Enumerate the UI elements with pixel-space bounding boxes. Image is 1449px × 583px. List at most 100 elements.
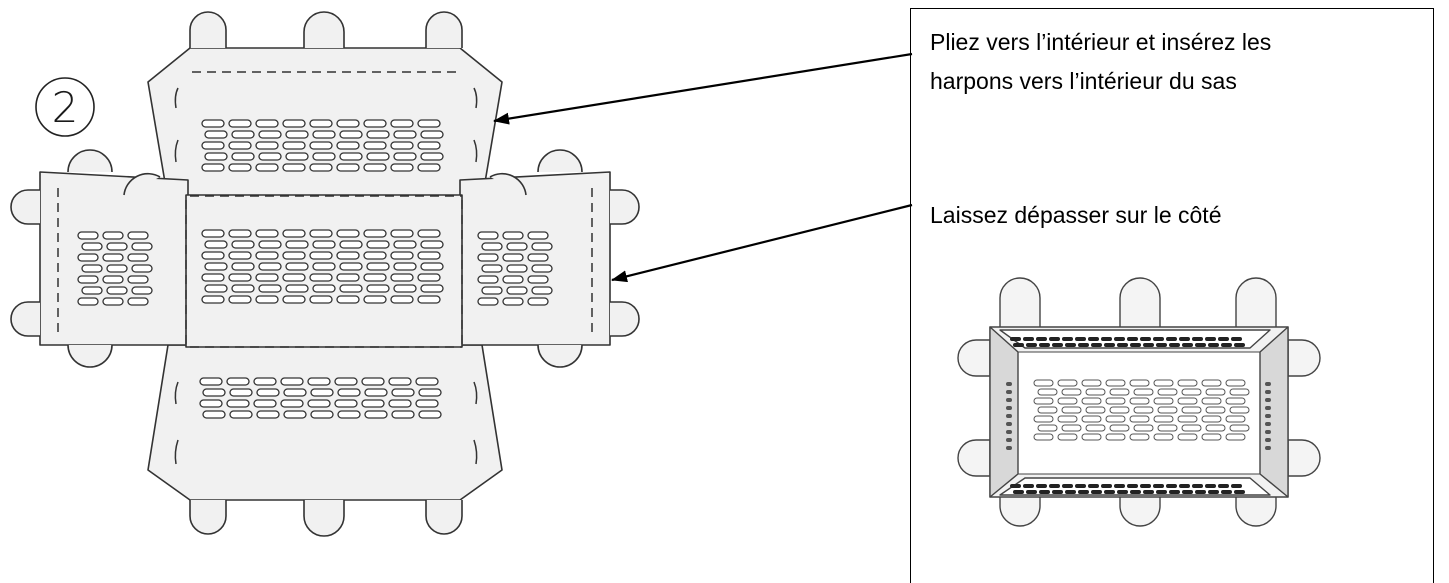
vent-slot bbox=[1169, 490, 1180, 494]
vent-slot bbox=[309, 163, 333, 172]
vent-slot bbox=[364, 388, 388, 397]
vent-slot bbox=[204, 152, 228, 161]
vent-slot bbox=[201, 141, 225, 150]
vent-slot bbox=[1225, 397, 1246, 405]
vent-slot bbox=[1075, 484, 1086, 488]
harpoon-tab bbox=[189, 500, 227, 535]
vent-slot bbox=[531, 286, 553, 295]
vent-slot bbox=[477, 253, 499, 262]
vent-slot bbox=[231, 284, 255, 293]
vent-slot bbox=[1081, 433, 1102, 441]
vent-slot bbox=[417, 251, 441, 260]
vent-slot bbox=[417, 141, 441, 150]
vent-slot bbox=[310, 388, 334, 397]
vent-slot bbox=[204, 240, 228, 249]
vent-slot bbox=[1208, 490, 1219, 494]
vent-slot bbox=[527, 253, 549, 262]
vent-slot bbox=[506, 242, 528, 251]
vent-slot bbox=[1208, 343, 1219, 347]
vent-slot bbox=[1091, 490, 1102, 494]
vent-slot bbox=[420, 152, 444, 161]
vent-slot bbox=[77, 275, 99, 284]
vent-slot bbox=[1062, 337, 1073, 341]
vent-slot bbox=[1129, 379, 1150, 387]
vent-slot bbox=[336, 119, 360, 128]
vent-slot bbox=[253, 399, 277, 408]
vent-slot bbox=[309, 119, 333, 128]
vent-slot bbox=[204, 284, 228, 293]
vent-slot bbox=[1088, 337, 1099, 341]
corner-ear bbox=[489, 172, 527, 196]
vent-slot bbox=[1218, 484, 1229, 488]
vent-slot bbox=[201, 119, 225, 128]
vent-slot bbox=[256, 388, 280, 397]
vent-slot bbox=[1166, 484, 1177, 488]
vent-slot bbox=[255, 251, 279, 260]
vent-slot bbox=[1221, 490, 1232, 494]
vent-slot bbox=[1010, 337, 1021, 341]
vent-slot bbox=[1157, 388, 1178, 396]
vent-slot bbox=[1052, 343, 1063, 347]
vent-slot bbox=[228, 163, 252, 172]
vent-slot bbox=[204, 130, 228, 139]
vent-slot bbox=[1088, 484, 1099, 488]
vent-slot bbox=[102, 297, 124, 306]
vent-slot bbox=[1201, 433, 1222, 441]
vent-slot bbox=[1006, 446, 1012, 450]
vent-slot bbox=[1201, 415, 1222, 423]
vent-slot bbox=[481, 242, 503, 251]
vent-slot bbox=[1049, 337, 1060, 341]
vent-slot bbox=[1153, 415, 1174, 423]
fold-lines bbox=[57, 71, 593, 348]
vent-slot bbox=[366, 240, 390, 249]
vent-slot bbox=[393, 152, 417, 161]
vent-slot bbox=[1265, 390, 1271, 394]
vent-slot bbox=[102, 231, 124, 240]
vent-slot bbox=[1205, 424, 1226, 432]
vent-slot bbox=[1129, 415, 1150, 423]
vent-slot bbox=[1105, 415, 1126, 423]
vent-slot bbox=[282, 295, 306, 304]
vent-slot bbox=[339, 240, 363, 249]
vent-slot bbox=[334, 399, 358, 408]
vent-slot bbox=[77, 297, 99, 306]
vent-slot bbox=[1081, 415, 1102, 423]
vent-slot bbox=[363, 295, 387, 304]
vent-slot bbox=[527, 275, 549, 284]
vent-slot bbox=[1201, 379, 1222, 387]
vent-slot bbox=[258, 130, 282, 139]
vent-slot bbox=[477, 297, 499, 306]
vent-slot bbox=[1129, 397, 1150, 405]
vent-slot bbox=[1229, 406, 1250, 414]
vent-slot bbox=[1091, 343, 1102, 347]
vent-slot bbox=[228, 273, 252, 282]
vent-slot bbox=[127, 297, 149, 306]
vent-slot bbox=[258, 284, 282, 293]
vent-slot bbox=[1265, 414, 1271, 418]
vent-slot bbox=[420, 262, 444, 271]
vent-slot bbox=[339, 152, 363, 161]
vent-slot bbox=[1109, 406, 1130, 414]
arrow-side-panel bbox=[611, 203, 913, 283]
vent-slot bbox=[336, 141, 360, 150]
vent-slot bbox=[1179, 337, 1190, 341]
vent-slot bbox=[312, 262, 336, 271]
vent-slot bbox=[337, 410, 361, 419]
vent-slot bbox=[1265, 398, 1271, 402]
vent-slot bbox=[310, 410, 334, 419]
vent-slot bbox=[1006, 406, 1012, 410]
instruction-fold-in: Pliez vers l’intérieur et insérez les ha… bbox=[930, 23, 1410, 101]
vent-slot bbox=[1006, 398, 1012, 402]
vent-slot bbox=[199, 377, 223, 386]
harpoon-tab bbox=[610, 189, 640, 225]
vent-slot bbox=[1033, 397, 1054, 405]
vent-slot bbox=[1205, 484, 1216, 488]
vent-slot bbox=[1065, 343, 1076, 347]
vent-slot bbox=[1153, 484, 1164, 488]
vent-slot bbox=[531, 242, 553, 251]
vent-slot bbox=[1157, 406, 1178, 414]
vent-slot bbox=[127, 275, 149, 284]
vent-slot bbox=[312, 284, 336, 293]
vent-slot bbox=[527, 297, 549, 306]
instruction-line: Pliez vers l’intérieur et insérez les bbox=[930, 29, 1272, 55]
